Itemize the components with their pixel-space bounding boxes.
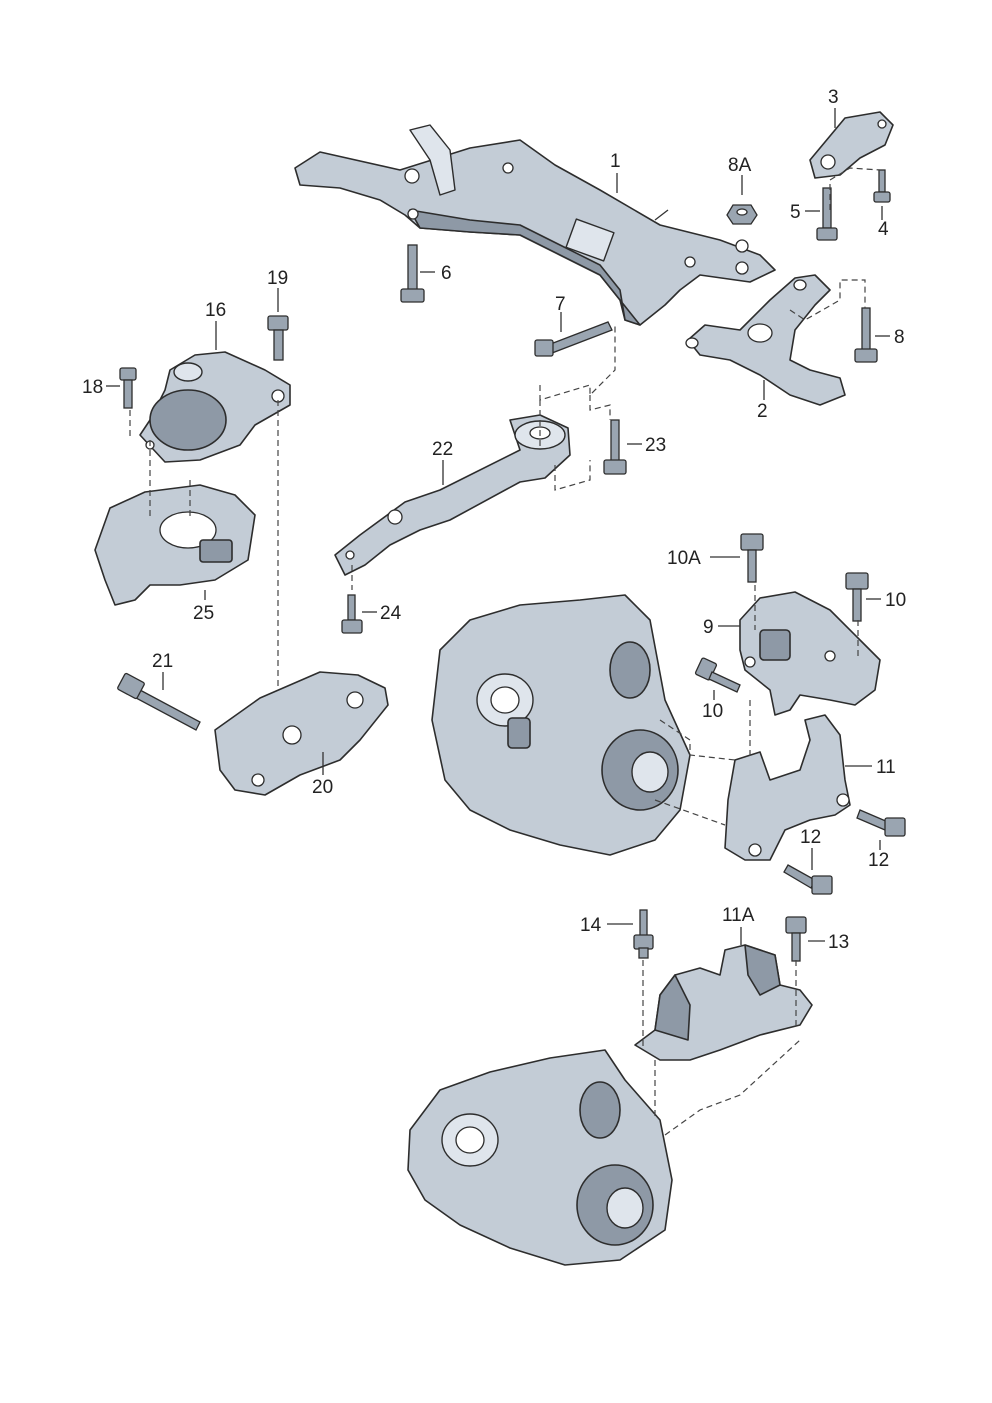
label-9: 9 — [703, 617, 714, 638]
subframe-part-1 — [294, 124, 776, 326]
gearbox-bracket-part-11 — [724, 714, 851, 861]
bolt-part-6 — [400, 244, 425, 303]
label-8A: 8A — [728, 155, 752, 176]
bolt-part-24 — [341, 594, 363, 634]
bolt-part-10-right — [845, 572, 869, 622]
label-21: 21 — [152, 651, 173, 672]
label-24: 24 — [380, 603, 402, 624]
assembly-lines — [129, 167, 881, 1136]
label-19: 19 — [267, 268, 288, 289]
gearbox-lower — [407, 1049, 673, 1266]
label-2: 2 — [757, 401, 768, 422]
bolt-part-10-left — [694, 657, 741, 693]
bolt-part-14 — [633, 909, 654, 959]
label-10-right: 10 — [885, 590, 906, 611]
bolt-part-18 — [119, 367, 137, 409]
bolt-part-5 — [816, 187, 838, 241]
control-arm-part-2 — [685, 274, 846, 406]
bolt-part-7 — [534, 321, 613, 357]
label-25: 25 — [193, 603, 214, 624]
leader-lines — [106, 108, 890, 945]
part-labels: 1 2 3 4 5 6 7 8 8A 9 10 10 10A 11 11A 12… — [82, 87, 906, 953]
bracket-part-20 — [214, 671, 389, 796]
label-1: 1 — [610, 151, 621, 172]
label-8: 8 — [894, 327, 905, 348]
heat-shield-part-25 — [94, 484, 256, 606]
bolt-part-10A — [740, 533, 764, 583]
bracket-part-3 — [809, 111, 894, 179]
label-13: 13 — [828, 932, 849, 953]
label-4: 4 — [878, 219, 889, 240]
bolt-part-23 — [603, 419, 627, 475]
label-12-right: 12 — [868, 850, 889, 871]
label-6: 6 — [441, 263, 452, 284]
label-18: 18 — [82, 377, 103, 398]
bolt-part-12-right — [856, 809, 906, 837]
nut-part-8A — [726, 204, 758, 225]
bolt-part-19 — [267, 315, 289, 361]
label-22: 22 — [432, 439, 453, 460]
label-10A: 10A — [667, 548, 701, 569]
label-20: 20 — [312, 777, 333, 798]
bolt-part-4 — [873, 169, 891, 203]
gearbox-mount-part-9 — [739, 591, 881, 716]
engine-mount-part-16 — [139, 351, 291, 463]
label-7: 7 — [555, 294, 566, 315]
bolt-part-21 — [117, 672, 201, 731]
label-5: 5 — [790, 202, 801, 223]
label-12-lower: 12 — [800, 827, 821, 848]
label-11A: 11A — [722, 905, 755, 926]
bolt-part-12-lower — [783, 864, 833, 895]
label-16: 16 — [205, 300, 226, 321]
label-23: 23 — [645, 435, 666, 456]
bolt-part-8 — [854, 307, 878, 363]
label-10-left: 10 — [702, 701, 723, 722]
lower-bracket-part-11A — [634, 944, 813, 1061]
gearbox-upper — [431, 594, 691, 856]
bolt-part-13 — [785, 916, 807, 962]
label-3: 3 — [828, 87, 839, 108]
label-14: 14 — [580, 915, 602, 936]
label-11: 11 — [876, 757, 896, 778]
